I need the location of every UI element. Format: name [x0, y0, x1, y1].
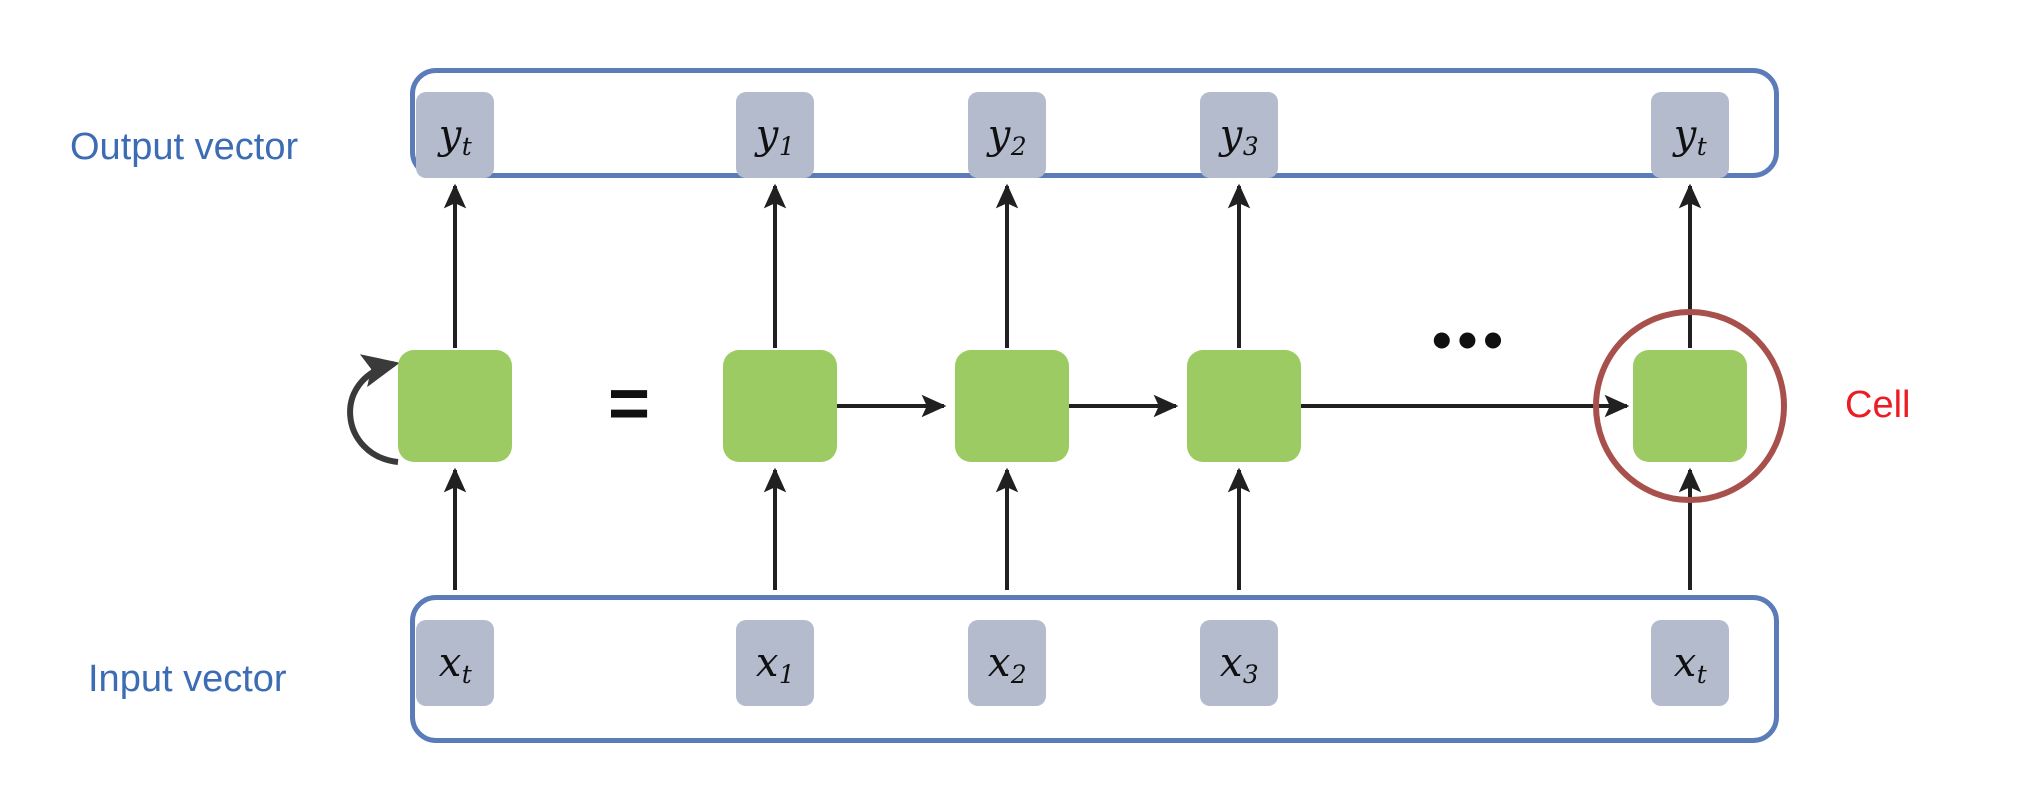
output-box-y3[interactable]: y3	[1200, 92, 1278, 178]
cell-label: Cell	[1845, 384, 1911, 426]
input-box-xt[interactable]: xt	[1651, 620, 1729, 706]
input-vector-container	[410, 595, 1779, 743]
input-box-x1-label: x1	[755, 640, 795, 689]
output-box-y2[interactable]: y2	[968, 92, 1046, 178]
input-box-x3[interactable]: x3	[1200, 620, 1278, 706]
output-box-yt-folded-label: yt	[438, 112, 472, 161]
rnn-cell-3[interactable]	[1187, 350, 1301, 462]
input-box-xt-folded-label: xt	[438, 640, 472, 689]
output-vector-label: Output vector	[70, 126, 299, 168]
output-box-y1[interactable]: y1	[736, 92, 814, 178]
input-box-xt-label: xt	[1673, 640, 1707, 689]
output-box-y2-label: y2	[987, 112, 1027, 161]
output-box-yt[interactable]: yt	[1651, 92, 1729, 178]
output-box-y1-label: y1	[755, 112, 795, 161]
equals-sign: =	[608, 364, 651, 444]
output-box-y3-label: y3	[1219, 112, 1259, 161]
output-box-yt-folded[interactable]: yt	[416, 92, 494, 178]
input-box-x2-label: x2	[987, 640, 1027, 689]
rnn-cell-folded[interactable]	[398, 350, 512, 462]
input-box-x3-label: x3	[1219, 640, 1259, 689]
input-box-xt-folded[interactable]: xt	[416, 620, 494, 706]
self-loop-arrow	[347, 354, 400, 465]
output-vector-container	[410, 68, 1779, 178]
output-box-yt-label: yt	[1673, 112, 1707, 161]
input-box-x2[interactable]: x2	[968, 620, 1046, 706]
rnn-cell-t[interactable]	[1633, 350, 1747, 462]
input-box-x1[interactable]: x1	[736, 620, 814, 706]
ellipsis-icon: •••	[1432, 308, 1509, 371]
input-vector-label: Input vector	[88, 658, 287, 700]
rnn-cell-1[interactable]	[723, 350, 837, 462]
rnn-cell-2[interactable]	[955, 350, 1069, 462]
